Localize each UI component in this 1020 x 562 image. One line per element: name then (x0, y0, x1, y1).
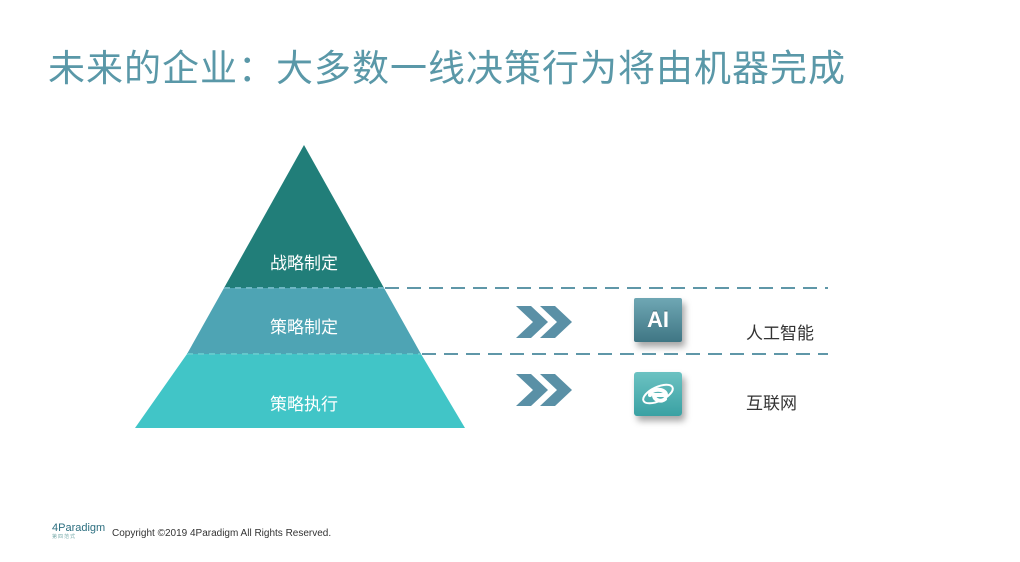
company-logo-text: 4Paradigm (52, 522, 106, 534)
page-title: 未来的企业：大多数一线决策行为将由机器完成 (48, 47, 846, 90)
internet-label: 互联网 (746, 394, 797, 414)
double-chevron-icon (516, 306, 572, 338)
double-chevron-icon (516, 374, 572, 406)
pyramid-label-strategy: 战略制定 (270, 254, 338, 274)
ai-label: 人工智能 (746, 324, 814, 344)
pyramid-middle-layer (187, 288, 421, 354)
pyramid-label-tactics: 策略制定 (270, 318, 338, 338)
internet-explorer-icon (634, 372, 682, 416)
company-logo-subtext: 第四范式 (52, 534, 77, 540)
copyright-text: Copyright ©2019 4Paradigm All Rights Res… (112, 528, 332, 539)
company-logo: 4Paradigm 第四范式 (52, 523, 105, 540)
ie-logo-icon (642, 383, 674, 405)
pyramid-bottom-layer (135, 354, 465, 428)
ai-icon: AI (634, 298, 682, 342)
ai-icon-text: AI (647, 307, 669, 332)
pyramid-label-execution: 策略执行 (270, 395, 338, 415)
pyramid-top-layer (224, 145, 384, 288)
